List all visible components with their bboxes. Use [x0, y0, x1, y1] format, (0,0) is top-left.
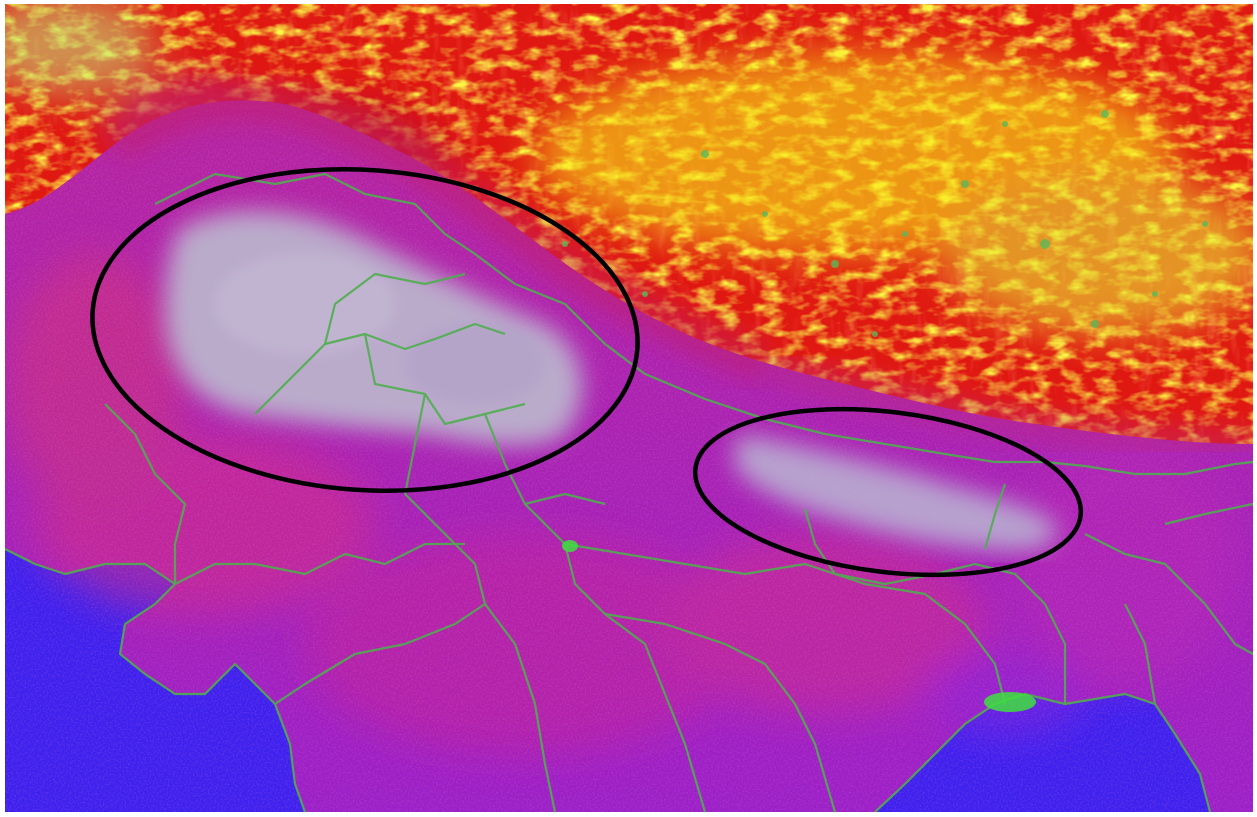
fog-region-west-outline [90, 167, 640, 493]
cloud-edge-east [760, 349, 1253, 459]
coastal-patches [562, 540, 1036, 712]
satellite-map [5, 4, 1253, 812]
satellite-image [5, 4, 1253, 812]
fog-region-east-outline [692, 406, 1084, 578]
cloud-edge [102, 80, 773, 383]
boundary-lines [5, 172, 1253, 812]
cloud-green-specks [562, 110, 1208, 337]
fog-patch-east [733, 434, 1057, 551]
fog-patch-west-tint [215, 254, 545, 404]
